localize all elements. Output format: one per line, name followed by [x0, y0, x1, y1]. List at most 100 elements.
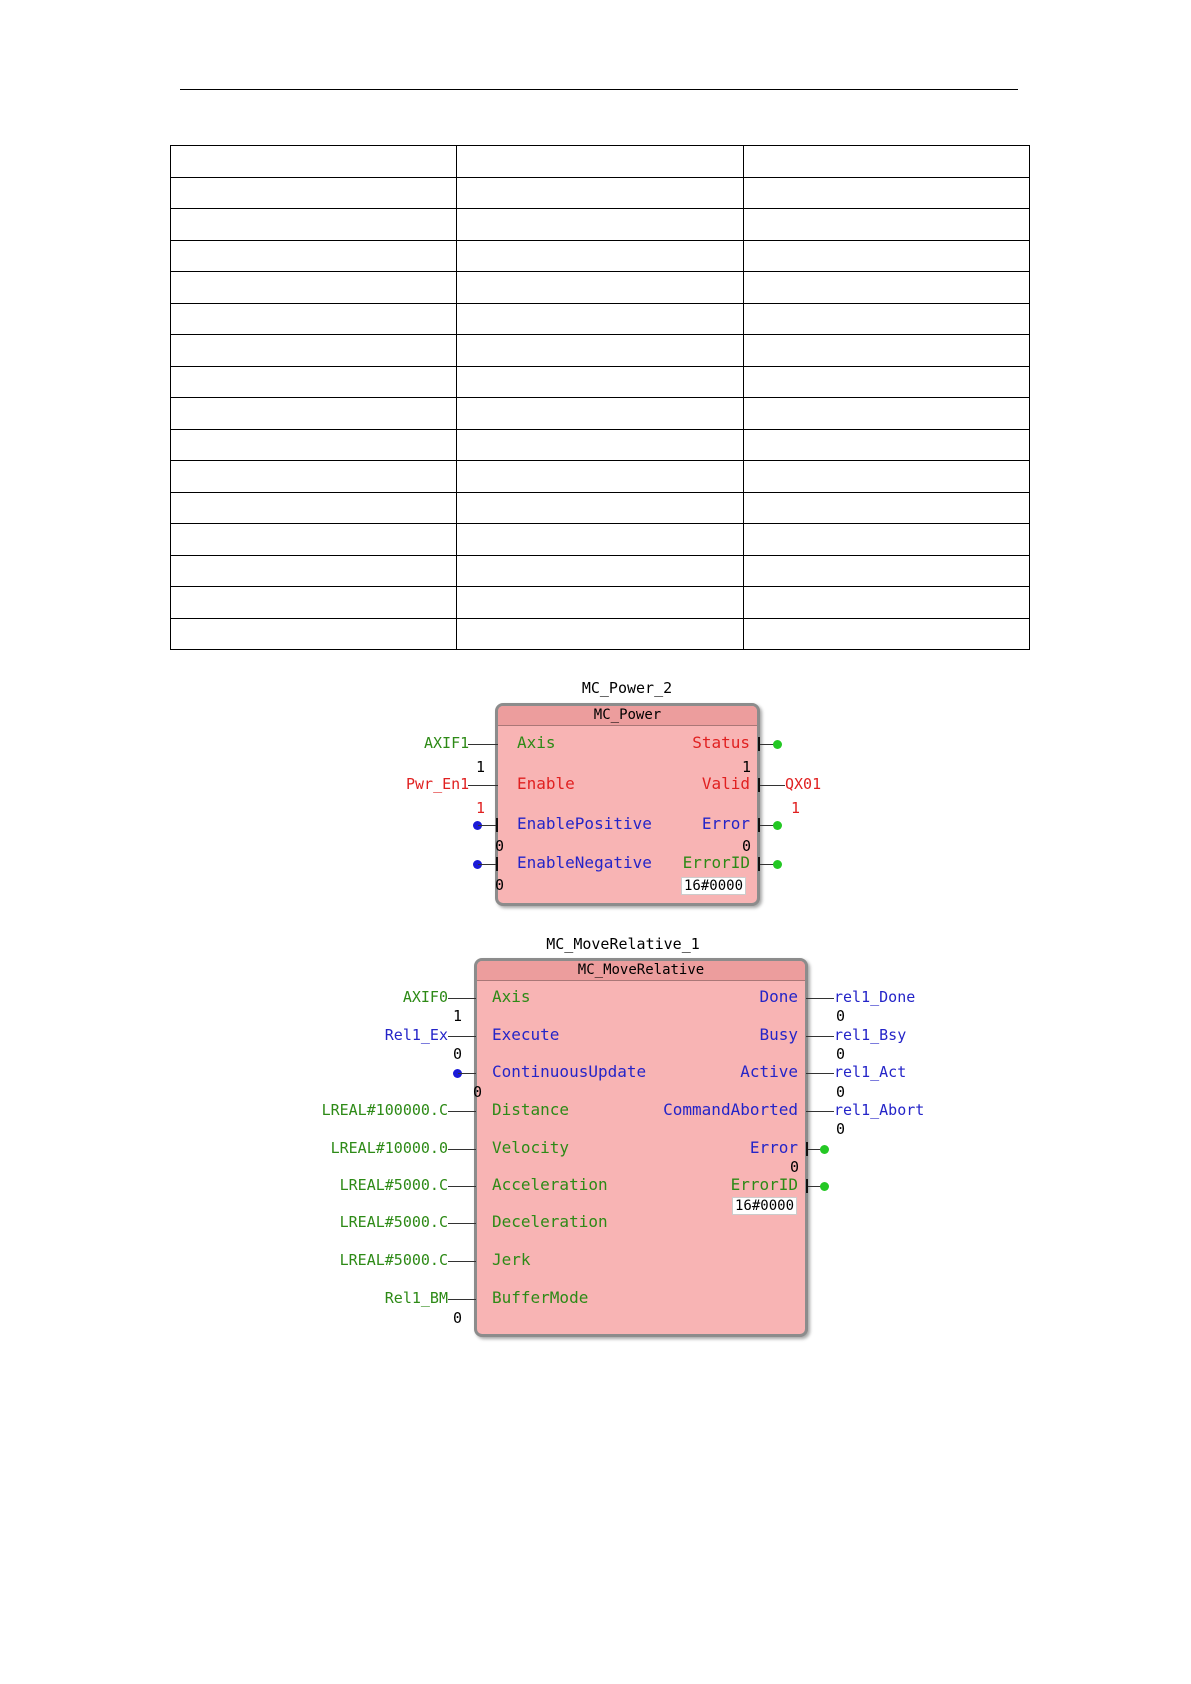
power-block-body[interactable]: MC_Power — [495, 703, 760, 906]
table-row — [169, 365, 1031, 398]
move-pin-buffermode: BufferMode — [492, 1288, 589, 1307]
power-wire-enable — [468, 785, 498, 786]
table-cell — [456, 302, 744, 335]
move-connector-error[interactable] — [820, 1145, 829, 1154]
move-pin-errorid: ErrorID — [730, 1175, 798, 1194]
table-cell — [742, 491, 1031, 524]
table-cell — [742, 365, 1031, 398]
power-connector-errorid[interactable] — [773, 860, 782, 869]
table-cell — [742, 397, 1031, 430]
power-in-var-axis[interactable]: AXIF1 — [424, 734, 470, 752]
power-pin-axis: Axis — [517, 733, 556, 752]
move-in-var-jerk[interactable]: LREAL#5000.C — [339, 1251, 448, 1269]
move-pin-execute: Execute — [492, 1025, 560, 1044]
table-cell — [169, 208, 458, 241]
move-val-commandaborted: 0 — [836, 1120, 846, 1138]
power-connector-enablenegative[interactable] — [473, 860, 482, 869]
move-wire-active — [806, 1073, 834, 1074]
table-row — [169, 145, 1031, 178]
power-block-type: MC_Power — [498, 706, 757, 726]
table-cell — [456, 271, 744, 304]
move-tick-error — [806, 1142, 808, 1156]
table-cell — [742, 176, 1031, 209]
table-cell — [456, 397, 744, 430]
move-pin-jerk: Jerk — [492, 1250, 531, 1269]
power-val-errorid: 16#0000 — [681, 877, 747, 895]
table-cell — [169, 491, 458, 524]
power-wire-valid — [760, 785, 785, 786]
table-row — [169, 397, 1031, 430]
power-val-error: 0 — [742, 837, 752, 855]
move-connector-errorid[interactable] — [820, 1182, 829, 1191]
move-in-var-axis[interactable]: AXIF0 — [402, 988, 448, 1006]
move-in-var-acceleration[interactable]: LREAL#5000.C — [339, 1176, 448, 1194]
table-row — [169, 586, 1031, 619]
move-block-type: MC_MoveRelative — [477, 961, 805, 981]
power-pin-error: Error — [701, 814, 750, 833]
table-row — [169, 334, 1031, 367]
table-row — [169, 428, 1031, 461]
move-out-var-commandaborted[interactable]: rel1_Abort — [834, 1101, 925, 1119]
move-pin-deceleration: Deceleration — [492, 1212, 608, 1231]
move-instance-name: MC_MoveRelative_1 — [546, 935, 700, 953]
power-val-valid: 1 — [791, 799, 801, 817]
move-wire-axis — [448, 998, 476, 999]
table-cell — [169, 428, 458, 461]
move-pin-acceleration: Acceleration — [492, 1175, 608, 1194]
move-out-var-active[interactable]: rel1_Act — [834, 1063, 907, 1081]
power-tick-errorid — [758, 857, 760, 871]
power-connector-enablepositive[interactable] — [473, 821, 482, 830]
power-connector-status[interactable] — [773, 740, 782, 749]
table-cell — [742, 554, 1031, 587]
table-cell — [169, 365, 458, 398]
power-out-var-valid[interactable]: QX01 — [785, 775, 822, 793]
table-row — [169, 239, 1031, 272]
move-val-axis: 1 — [453, 1007, 463, 1025]
move-block-body[interactable]: MC_MoveRelative — [474, 958, 808, 1337]
table-cell — [742, 523, 1031, 556]
power-connector-error[interactable] — [773, 821, 782, 830]
table-row — [169, 460, 1031, 493]
move-val-error: 0 — [790, 1158, 800, 1176]
move-wire-execute — [448, 1036, 476, 1037]
power-wire-axis — [468, 744, 498, 745]
power-tick-enablepositive — [496, 818, 498, 832]
table-cell — [169, 271, 458, 304]
move-val-busy: 0 — [836, 1045, 846, 1063]
table-cell — [169, 617, 458, 650]
table-row — [169, 523, 1031, 556]
power-tick-status — [758, 737, 760, 751]
move-out-var-done[interactable]: rel1_Done — [834, 988, 916, 1006]
table-cell — [456, 365, 744, 398]
table-row — [169, 208, 1031, 241]
move-tick-errorid — [806, 1179, 808, 1193]
table-cell — [169, 176, 458, 209]
move-val-done: 0 — [836, 1007, 846, 1025]
move-in-var-deceleration[interactable]: LREAL#5000.C — [339, 1213, 448, 1231]
power-wire-enablenegative — [478, 864, 496, 865]
move-in-var-distance[interactable]: LREAL#100000.C — [321, 1101, 448, 1119]
move-wire-buffermode — [448, 1299, 476, 1300]
move-pin-error: Error — [749, 1138, 798, 1157]
move-wire-deceleration — [448, 1223, 476, 1224]
table-cell — [169, 554, 458, 587]
move-wire-done — [806, 998, 834, 999]
move-connector-continuousupdate[interactable] — [453, 1069, 462, 1078]
move-in-var-buffermode[interactable]: Rel1_BM — [384, 1289, 448, 1307]
power-in-var-enable[interactable]: Pwr_En1 — [406, 775, 470, 793]
table-cell — [169, 586, 458, 619]
table-cell — [456, 145, 744, 178]
move-wire-jerk — [448, 1261, 476, 1262]
power-tick-error — [758, 818, 760, 832]
move-out-var-busy[interactable]: rel1_Bsy — [834, 1026, 907, 1044]
move-in-var-velocity[interactable]: LREAL#10000.0 — [330, 1139, 448, 1157]
power-val-enablepositive: 0 — [495, 837, 505, 855]
move-val-continuousupdate: 0 — [473, 1083, 483, 1101]
move-in-var-execute[interactable]: Rel1_Ex — [384, 1026, 448, 1044]
move-wire-commandaborted — [806, 1111, 834, 1112]
power-wire-errorid — [760, 864, 774, 865]
table-row — [169, 554, 1031, 587]
move-wire-errorid — [808, 1186, 822, 1187]
table-cell — [742, 208, 1031, 241]
table-cell — [456, 334, 744, 367]
